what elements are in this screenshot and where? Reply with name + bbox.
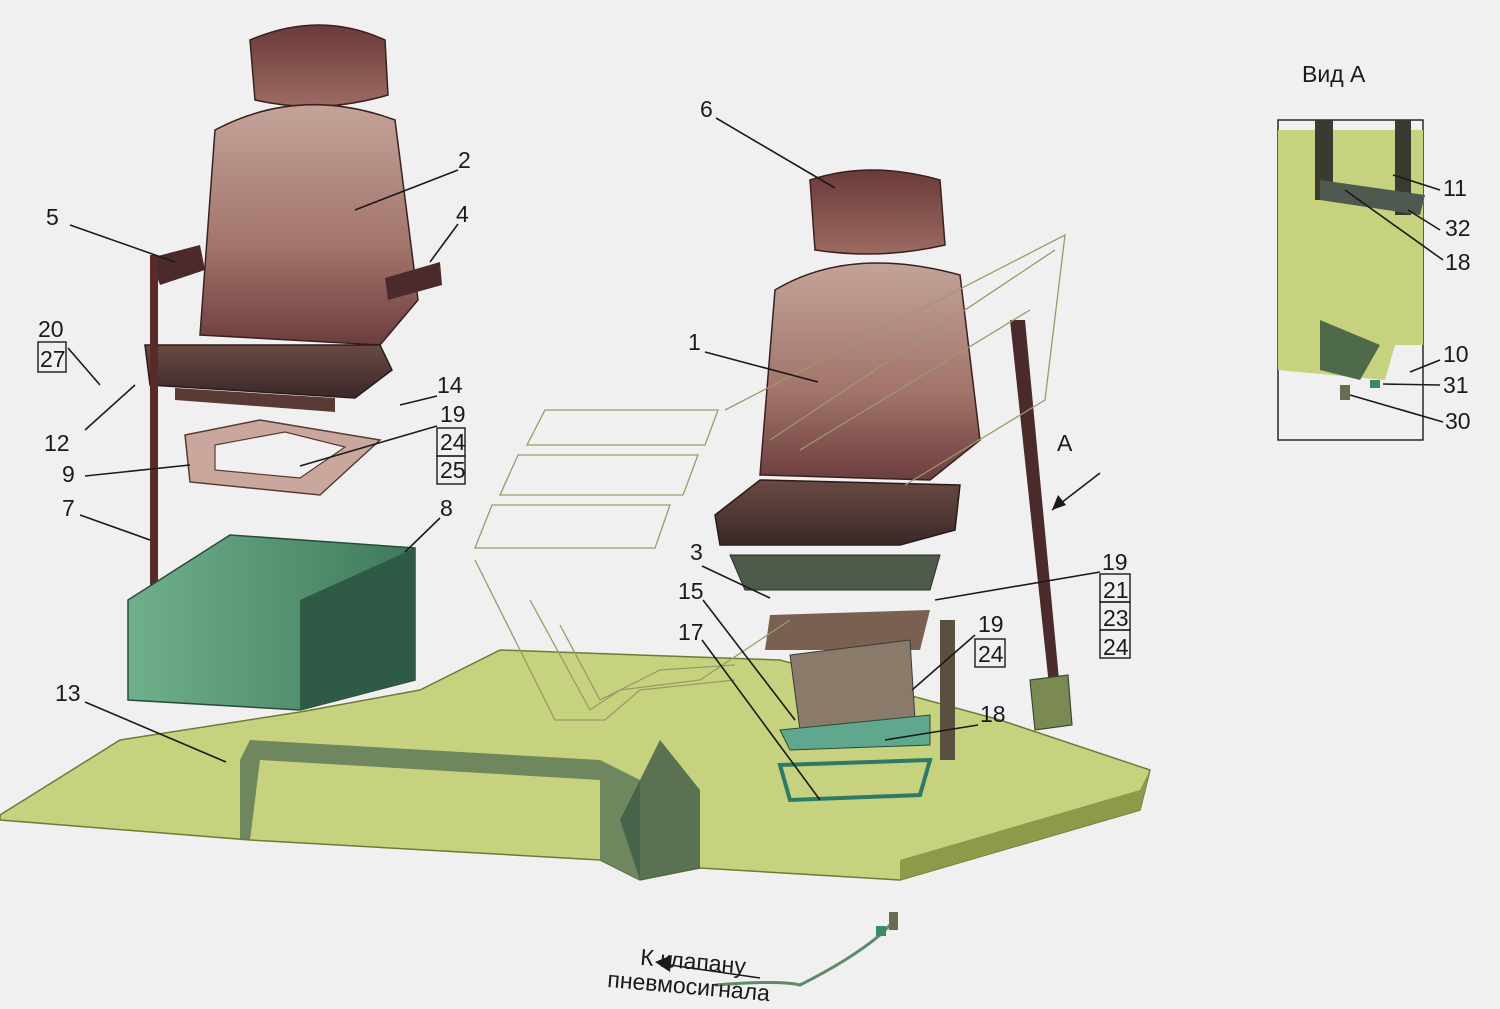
- seat-box: [127, 534, 416, 711]
- leader-lines: [67, 117, 1444, 979]
- exploded-outlines: [474, 233, 1066, 721]
- inset-label-11: 11: [1443, 175, 1467, 201]
- inset-title: Вид А: [1302, 61, 1366, 87]
- label-1: 1: [688, 329, 701, 355]
- air-line: [714, 912, 898, 987]
- label-24-mid: 24: [978, 641, 1004, 667]
- label-2: 2: [458, 147, 471, 173]
- label-23-right: 23: [1103, 605, 1129, 631]
- label-19-mid: 19: [978, 611, 1004, 637]
- label-7: 7: [62, 495, 75, 521]
- label-15: 15: [678, 578, 704, 604]
- label-8: 8: [440, 495, 453, 521]
- label-20: 20: [38, 316, 64, 342]
- inset-view-a: [1277, 119, 1425, 441]
- label-view-a-letter: А: [1057, 430, 1073, 456]
- label-3: 3: [690, 539, 703, 565]
- label-5: 5: [46, 204, 59, 230]
- inset-label-31: 31: [1443, 372, 1469, 398]
- label-9: 9: [62, 461, 75, 487]
- inset-label-18: 18: [1445, 249, 1471, 275]
- label-14: 14: [437, 372, 463, 398]
- inset-label-32: 32: [1445, 215, 1471, 241]
- label-6: 6: [700, 96, 713, 122]
- label-4: 4: [456, 201, 469, 227]
- label-24-left: 24: [440, 429, 466, 455]
- label-18: 18: [980, 701, 1006, 727]
- passenger-seat: [144, 24, 442, 585]
- label-19-left: 19: [440, 401, 466, 427]
- label-27: 27: [40, 346, 66, 372]
- inset-label-10: 10: [1443, 341, 1469, 367]
- label-12: 12: [44, 430, 70, 456]
- label-boxes: [37, 341, 1131, 668]
- label-17: 17: [678, 619, 704, 645]
- seat-base-plate: [184, 419, 382, 496]
- label-24-right: 24: [1103, 634, 1129, 660]
- driver-seat: [714, 169, 1073, 803]
- inset-label-30: 30: [1445, 408, 1471, 434]
- label-13: 13: [55, 680, 81, 706]
- label-25-left: 25: [440, 457, 466, 483]
- label-19-right: 19: [1102, 549, 1128, 575]
- label-21-right: 21: [1103, 577, 1129, 603]
